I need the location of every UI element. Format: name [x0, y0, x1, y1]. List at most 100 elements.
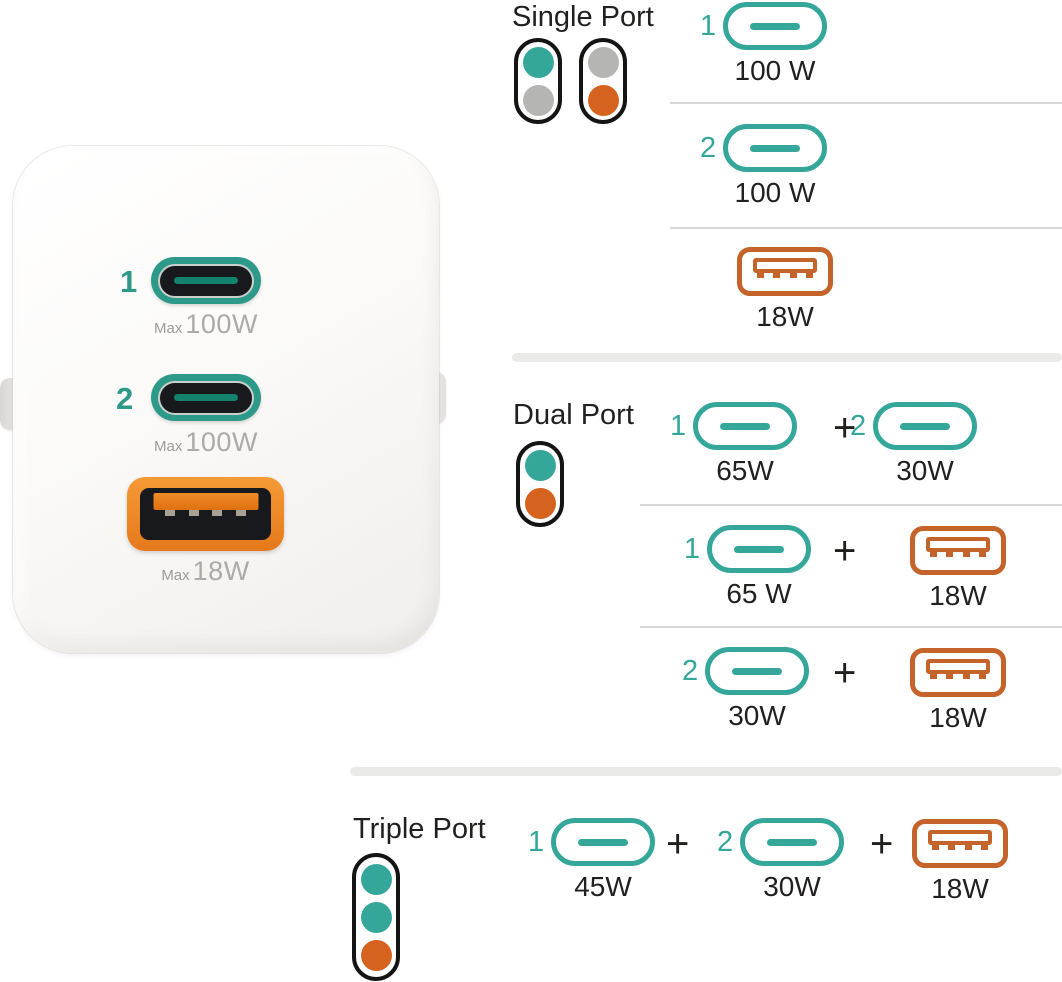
watt-value: 30W: [728, 700, 786, 731]
usb-a-pins: [930, 552, 986, 557]
usb-a-tongue: [926, 537, 990, 552]
triple-row-usbc2: 2 30W: [717, 818, 844, 901]
charger-usb-c-port-2: [151, 374, 261, 421]
usb-a-pins: [159, 510, 253, 516]
max-label: Max: [154, 438, 183, 455]
max-watts: 100W: [185, 309, 258, 339]
usb-a-icon: [910, 526, 1006, 575]
usb-c-icon: [873, 402, 977, 450]
dual-row2-usba: 18W: [910, 526, 1006, 610]
watt-value: 18W: [929, 580, 987, 611]
port-number: 2: [682, 654, 699, 687]
watt-value: 100 W: [734, 55, 816, 86]
usb-a-tongue: [753, 258, 817, 273]
usb-c-pin-bar: [732, 667, 782, 675]
row-divider: [640, 626, 1062, 628]
section-divider: [350, 767, 1062, 776]
plus-sign: +: [833, 406, 857, 450]
usb-a-icon: [912, 819, 1008, 868]
indicator-dot: [587, 46, 619, 78]
indicator-dot: [524, 487, 556, 519]
port-number: 1: [700, 9, 717, 42]
watt-value: 18W: [756, 301, 814, 332]
dual-row3-usbc2: 2 30W: [682, 647, 809, 730]
usb-a-tongue: [928, 830, 992, 845]
usb-c-pin-bar: [750, 22, 800, 30]
indicator-pill-usbc-usba: [516, 441, 564, 527]
row-divider: [670, 227, 1062, 229]
plus-sign: +: [870, 822, 894, 866]
indicator-dot: [522, 46, 554, 78]
usb-c-pin-bar: [734, 545, 784, 553]
usb-a-pins: [930, 674, 986, 679]
watt-value: 65 W: [726, 578, 792, 609]
usb-c-icon: [723, 2, 827, 50]
port-number: 2: [850, 409, 867, 442]
charger-usb-c-port-1: [151, 257, 261, 304]
dual-row1-usbc1: 1 65W: [670, 402, 797, 485]
dual-port-title: Dual Port: [513, 399, 634, 431]
plus-sign: +: [833, 651, 857, 695]
triple-port-title: Triple Port: [353, 813, 486, 845]
single-row2-usbc2: 2 100 W: [700, 124, 827, 207]
usb-c-icon: [707, 525, 811, 573]
usb-c-socket: [158, 380, 254, 415]
watt-value: 18W: [931, 873, 989, 904]
single-row1-usbc1: 1 100 W: [700, 2, 827, 85]
max-watts: 100W: [185, 427, 258, 457]
usb-c-tongue: [174, 394, 238, 401]
dual-row1-usbc2: 2 30W: [850, 402, 977, 485]
watt-value: 45W: [574, 871, 632, 902]
max-label: Max: [161, 567, 190, 584]
usb-c-socket: [158, 263, 254, 298]
watt-value: 30W: [896, 455, 954, 486]
section-divider: [512, 353, 1062, 362]
usb-c-pin-bar: [750, 144, 800, 152]
usb-c-pin-bar: [578, 838, 628, 846]
indicator-pill-all-ports: [352, 853, 400, 981]
usb-c-icon: [551, 818, 655, 866]
usb-c-icon: [723, 124, 827, 172]
indicator-dot: [524, 449, 556, 481]
indicator-dot: [360, 863, 392, 895]
row-divider: [640, 504, 1062, 506]
watt-value: 18W: [929, 702, 987, 733]
usb-a-tongue: [153, 493, 258, 510]
indicator-pill-usbc-only: [514, 38, 562, 124]
usb-a-pins: [757, 273, 813, 278]
usb-a-pins: [932, 845, 988, 850]
usb-c-tongue: [174, 277, 238, 284]
triple-row-usba: 18W: [912, 819, 1008, 903]
watt-value: 100 W: [734, 177, 816, 208]
plus-sign: +: [666, 822, 690, 866]
row-divider: [670, 102, 1062, 104]
plus-sign: +: [833, 529, 857, 573]
port-number: 1: [684, 532, 701, 565]
indicator-pill-usba-only: [579, 38, 627, 124]
max-watts: 18W: [192, 556, 250, 586]
usb-a-icon: [910, 648, 1006, 697]
usb-c-icon: [693, 402, 797, 450]
usb-a-icon: [737, 247, 833, 296]
usb-c-pin-bar: [767, 838, 817, 846]
indicator-dot: [522, 84, 554, 116]
charger-port1-number: 1: [120, 264, 138, 299]
usb-c-pin-bar: [900, 422, 950, 430]
single-port-title: Single Port: [512, 1, 654, 33]
indicator-dot: [360, 901, 392, 933]
port-number: 2: [717, 825, 734, 858]
charger-port2-number: 2: [116, 381, 134, 416]
single-row3-usba: 18W: [737, 247, 833, 331]
triple-row-usbc1: 1 45W: [528, 818, 655, 901]
port-number: 2: [700, 131, 717, 164]
charger-usb-a-port: [127, 477, 284, 551]
indicator-dot: [360, 939, 392, 971]
dual-row3-usba: 18W: [910, 648, 1006, 732]
usb-c-icon: [705, 647, 809, 695]
usb-a-socket: [140, 488, 271, 540]
indicator-dot: [587, 84, 619, 116]
port-number: 1: [528, 825, 545, 858]
